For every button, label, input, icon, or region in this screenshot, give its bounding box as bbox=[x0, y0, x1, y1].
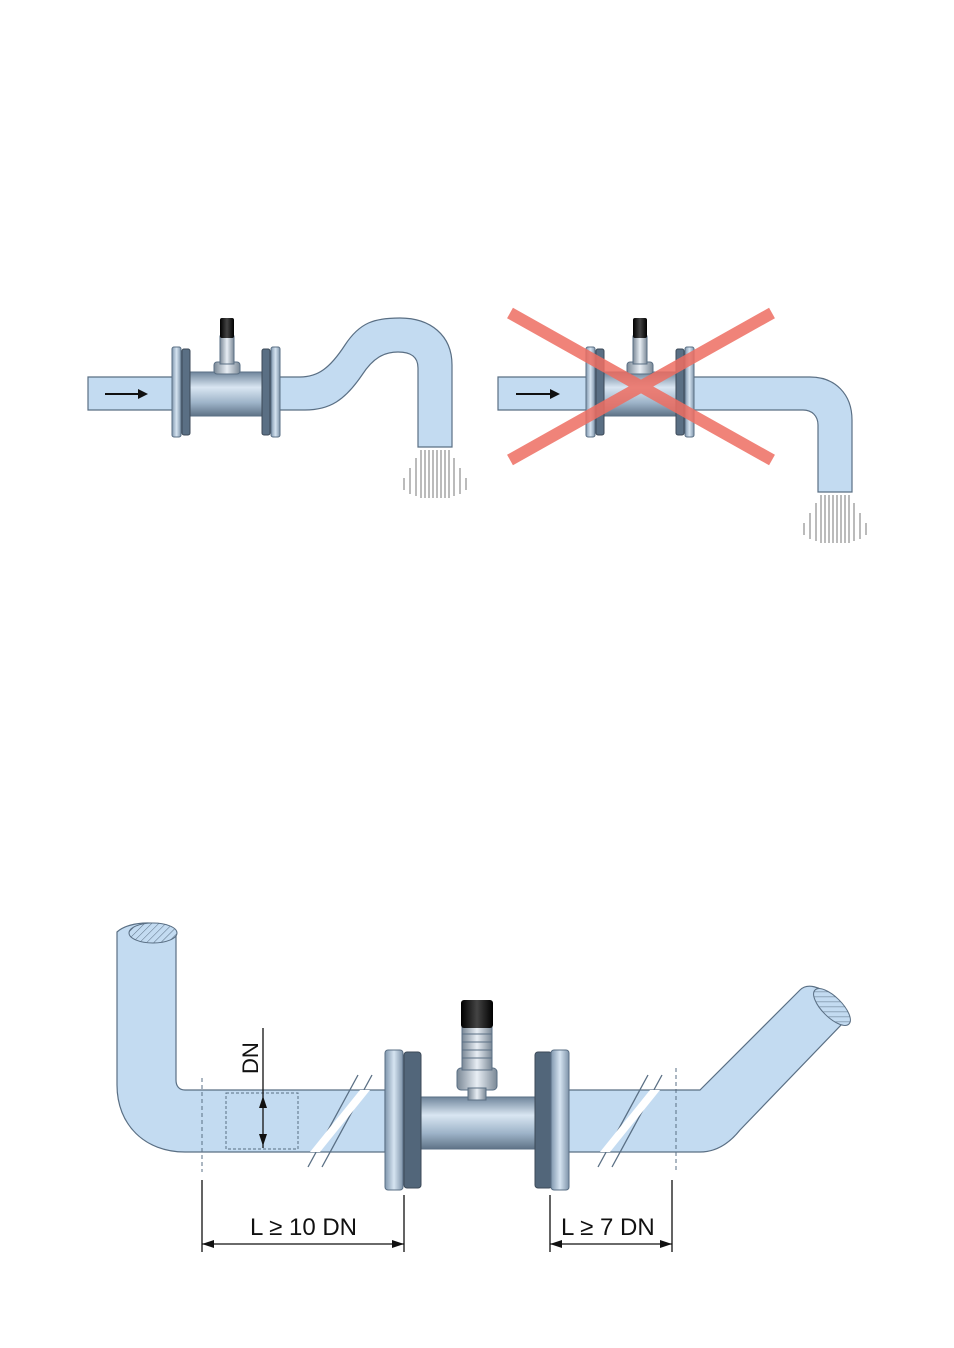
flowmeter-straight-run bbox=[384, 1000, 570, 1191]
dimension-arrows bbox=[202, 1096, 672, 1248]
sensor-cap-icon bbox=[220, 318, 234, 338]
flowmeter-wrong bbox=[585, 318, 695, 438]
diagram-correct-install bbox=[87, 317, 467, 498]
flange-right bbox=[261, 348, 271, 436]
flowmeter-correct bbox=[171, 318, 281, 438]
flow-arrow-icon bbox=[105, 389, 148, 399]
outflow-streaks-icon bbox=[403, 450, 467, 498]
upstream-length-label: L ≥ 10 DN bbox=[250, 1214, 357, 1241]
pipe-cut-hatch bbox=[813, 988, 851, 1026]
diagram-wrong-install bbox=[497, 307, 867, 543]
diameter-label: DN bbox=[238, 1042, 263, 1074]
not-allowed-cross-icon bbox=[507, 307, 775, 466]
dn-section bbox=[225, 1092, 299, 1150]
outflow-streaks-icon bbox=[803, 495, 867, 543]
pipe-downstream bbox=[567, 985, 844, 1153]
pipe-cut-hatch bbox=[128, 922, 178, 944]
sensor-cap-icon bbox=[461, 1000, 493, 1028]
diagram-straight-run: DN L ≥ 10 DN L ≥ 7 DN bbox=[116, 922, 851, 1252]
flange-left bbox=[384, 1049, 404, 1191]
sensor-cap-icon bbox=[633, 318, 647, 338]
downstream-length-label: L ≥ 7 DN bbox=[561, 1214, 655, 1241]
flange-left bbox=[171, 346, 182, 438]
flow-arrow-icon bbox=[516, 389, 560, 399]
flange-right bbox=[534, 1051, 553, 1189]
dimension-lines bbox=[201, 1028, 673, 1252]
